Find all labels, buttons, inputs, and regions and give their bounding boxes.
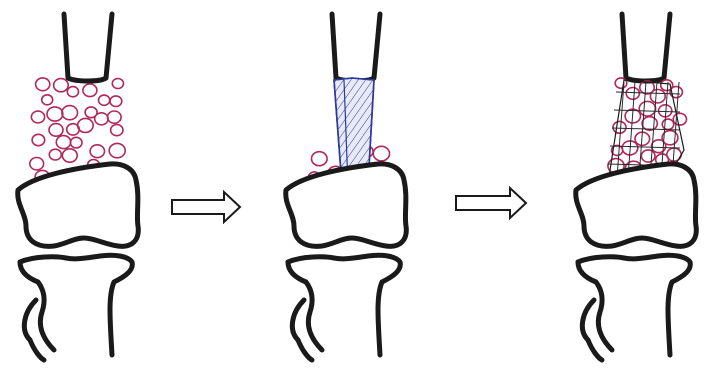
cell xyxy=(32,134,45,145)
arrow-1 xyxy=(172,192,240,222)
cell xyxy=(109,143,125,157)
cell xyxy=(662,119,674,129)
knee-joint-2 xyxy=(286,164,407,360)
cell xyxy=(56,136,70,149)
cell xyxy=(54,79,69,92)
cell xyxy=(62,149,77,162)
cell xyxy=(90,145,104,158)
panel-3-mesh-scaffold xyxy=(576,14,697,360)
cell xyxy=(67,87,78,97)
cell xyxy=(639,101,655,116)
knee-joint-3 xyxy=(576,164,697,360)
mesh-line xyxy=(614,110,680,112)
cell xyxy=(373,146,389,161)
cell xyxy=(99,95,110,105)
cell xyxy=(112,79,123,89)
cell xyxy=(626,88,639,100)
femur-shaft-1 xyxy=(64,14,112,81)
panel-2-rod-implant xyxy=(286,14,407,360)
cell xyxy=(108,111,122,123)
cell xyxy=(613,121,626,133)
cell xyxy=(49,124,63,137)
femur-shaft-3 xyxy=(622,14,670,81)
cell xyxy=(110,96,122,107)
cell xyxy=(30,158,44,170)
cell xyxy=(67,124,80,135)
cell xyxy=(641,150,655,162)
cell xyxy=(70,137,82,148)
cell xyxy=(95,113,108,125)
cell xyxy=(615,78,627,88)
cell xyxy=(36,78,50,91)
cell xyxy=(111,125,123,136)
arrow-2 xyxy=(456,188,526,218)
cell xyxy=(62,106,78,120)
cell xyxy=(673,113,686,125)
cell xyxy=(42,95,53,105)
cell xyxy=(31,111,44,123)
panel-1-graft-cells xyxy=(18,14,139,360)
cell xyxy=(47,107,63,121)
knee-joint-1 xyxy=(18,164,139,360)
cell xyxy=(83,84,97,97)
femur-shaft-2 xyxy=(332,14,380,81)
cell xyxy=(49,149,61,160)
cell xyxy=(642,117,657,131)
cell xyxy=(312,152,328,166)
